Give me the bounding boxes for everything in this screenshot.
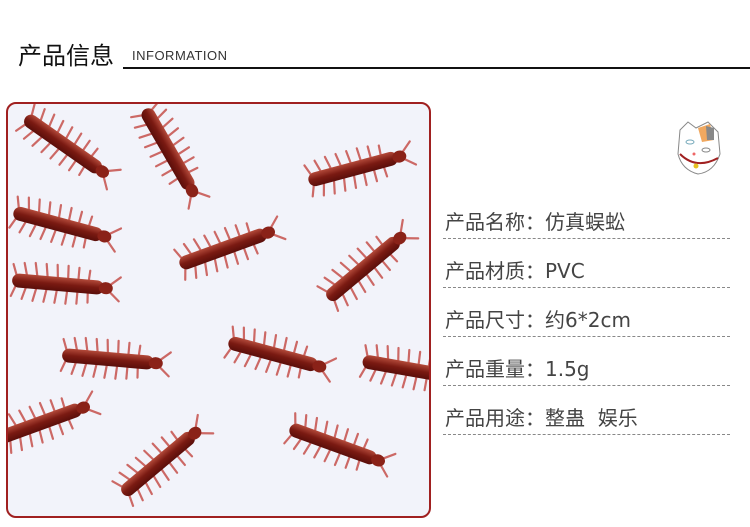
spec-label: 产品材质：: [445, 259, 545, 283]
spec-row-name: 产品名称：仿真蜈蚣: [443, 196, 730, 245]
spec-value: 1.5g: [545, 357, 590, 381]
product-photo: [6, 102, 431, 518]
spec-value: 仿真蜈蚣: [545, 210, 625, 234]
spec-label: 产品名称：: [445, 210, 545, 234]
spec-label: 产品尺寸：: [445, 308, 545, 332]
dashed-divider: [443, 238, 730, 239]
cat-mascot-icon: [674, 118, 724, 178]
section-subtitle: INFORMATION: [132, 48, 228, 63]
spec-value: 整蛊 娱乐: [545, 406, 638, 430]
spec-row-usage: 产品用途：整蛊 娱乐: [443, 392, 730, 441]
spec-label: 产品重量：: [445, 357, 545, 381]
centipede-illustration: [8, 104, 429, 510]
spec-label: 产品用途：: [445, 406, 545, 430]
dashed-divider: [443, 434, 730, 435]
spec-list: 产品名称：仿真蜈蚣 产品材质：PVC 产品尺寸：约6*2cm 产品重量：1.5g…: [443, 196, 730, 441]
spec-row-size: 产品尺寸：约6*2cm: [443, 294, 730, 343]
header-divider: [123, 67, 750, 69]
dashed-divider: [443, 287, 730, 288]
section-title: 产品信息: [18, 42, 114, 70]
spec-value: 约6*2cm: [545, 308, 631, 332]
dashed-divider: [443, 336, 730, 337]
spec-row-material: 产品材质：PVC: [443, 245, 730, 294]
spec-row-weight: 产品重量：1.5g: [443, 343, 730, 392]
dashed-divider: [443, 385, 730, 386]
spec-value: PVC: [545, 259, 585, 283]
